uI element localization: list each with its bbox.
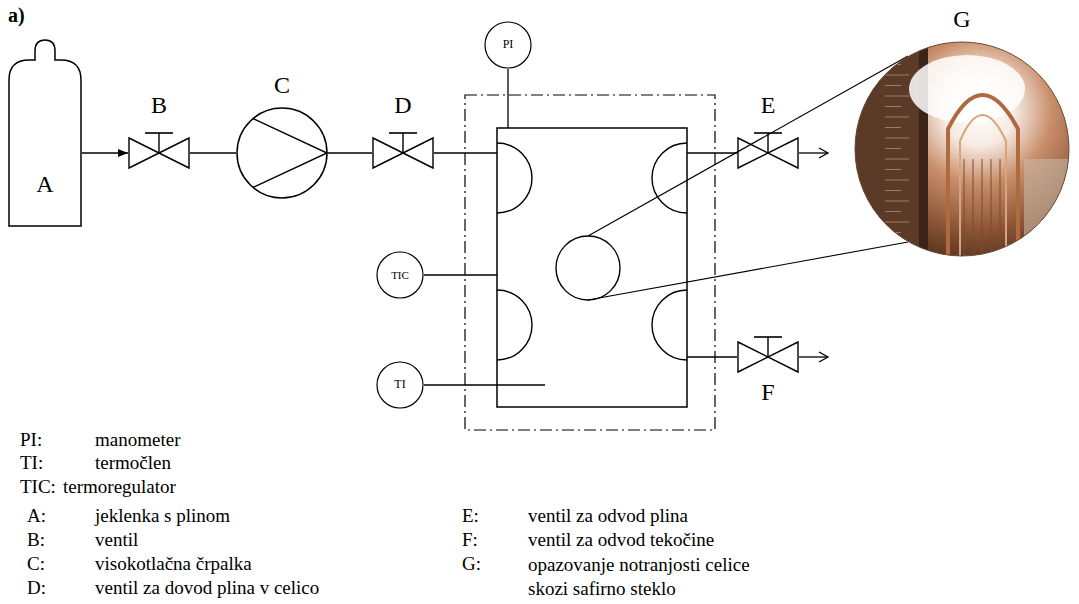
valve-symbol: B: [128, 92, 190, 170]
node-label: PI: [503, 38, 514, 52]
legend-text: ventil za odvod tekočine: [528, 529, 714, 551]
node-label: G: [953, 6, 970, 34]
pump-symbol: C: [236, 72, 328, 200]
instrument-circle: TI: [376, 361, 424, 409]
outlet-arrow: [799, 356, 828, 357]
high-pressure-cell: [497, 128, 687, 407]
node-label: F: [761, 379, 774, 407]
legend-text-holder: manometer: [95, 429, 180, 451]
legend-text: opazovanje notranjosti celice skozi safi…: [528, 553, 768, 601]
legend-text-holder: ventil za odvod plina: [528, 505, 688, 527]
legend-key: PI:: [20, 429, 42, 451]
legend-key-holder: E:: [462, 505, 479, 527]
sapphire-window: [556, 236, 620, 300]
node-label: E: [761, 92, 776, 120]
legend-text-holder: visokotlačna črpalka: [95, 553, 252, 575]
gas-inlet-pipe: [434, 152, 497, 153]
window-flange: [497, 290, 532, 360]
node-label: TI: [394, 378, 405, 392]
legend-text: ventil za odvod plina: [528, 505, 688, 527]
legend-key: TI:: [20, 452, 43, 474]
legend-key-holder: C:: [27, 553, 45, 575]
gas-cylinder: A: [8, 38, 82, 228]
valve-symbol: D: [372, 92, 434, 170]
legend-text: jeklenka s plinom: [95, 505, 230, 527]
legend-text-holder: ventil: [95, 529, 138, 551]
legend-key: B:: [27, 529, 45, 551]
legend-key-holder: A:: [27, 505, 46, 527]
legend-key-holder: D:: [27, 577, 46, 599]
node-label: D: [394, 92, 411, 120]
pipe-line: [82, 152, 128, 153]
legend-key: A:: [27, 505, 46, 527]
cell-photo: G: [853, 6, 1071, 258]
legend-text: ventil: [95, 529, 138, 551]
legend-key: G:: [462, 553, 481, 575]
instrument-circle: TIC: [376, 251, 424, 299]
manometer-line: [507, 69, 508, 128]
node-label: A: [36, 171, 53, 199]
thermostat-bath: [465, 95, 715, 430]
pipe-line: [328, 152, 372, 153]
legend-text: termoregulator: [63, 476, 176, 498]
figure-tag: a): [8, 4, 25, 27]
legend-text-holder: jeklenka s plinom: [95, 505, 230, 527]
window-flange: [652, 143, 687, 213]
regulator-line: [424, 274, 497, 275]
legend-text-holder: ventil za odvod tekočine: [528, 529, 714, 551]
zoom-line: [588, 242, 908, 300]
gas-cylinder-outline: [8, 38, 82, 228]
node-label: TIC: [391, 269, 409, 282]
legend-text-holder: opazovanje notranjosti celice skozi safi…: [528, 553, 768, 601]
valve-symbol: F: [737, 327, 799, 407]
legend-text: ventil za dovod plina v celico: [95, 577, 319, 599]
valve-symbol: E: [737, 92, 799, 170]
legend-text-holder: ventil za dovod plina v celico: [95, 577, 319, 599]
legend-key-holder: B:: [27, 529, 45, 551]
legend-key-holder: F:: [462, 529, 478, 551]
gas-outlet-pipe: [687, 152, 737, 153]
node-label: B: [151, 92, 167, 120]
legend-text-holder: termoregulator: [63, 476, 176, 498]
thermocouple-probe: [424, 384, 545, 385]
legend-key: D:: [27, 577, 46, 599]
instrument-circle: PI: [484, 21, 532, 69]
legend-text: visokotlačna črpalka: [95, 553, 252, 575]
legend-key: TIC:: [20, 476, 56, 498]
node-label: C: [274, 72, 290, 100]
legend-text: manometer: [95, 429, 180, 451]
cell-photo-outline: [853, 6, 1071, 258]
legend-key: E:: [462, 505, 479, 527]
legend-key-holder: TIC:: [20, 476, 56, 498]
legend-key: C:: [27, 553, 45, 575]
pipe-line: [190, 152, 236, 153]
window-flange: [652, 290, 687, 360]
legend-key-holder: G:: [462, 553, 481, 575]
legend-key-holder: PI:: [20, 429, 42, 451]
liquid-outlet-pipe: [687, 356, 737, 357]
legend-text-holder: termočlen: [95, 452, 171, 474]
outlet-arrow: [799, 152, 828, 153]
window-flange: [497, 143, 532, 213]
figure-tag-holder: a): [8, 4, 25, 27]
legend-key: F:: [462, 529, 478, 551]
legend-text: termočlen: [95, 452, 171, 474]
legend-key-holder: TI:: [20, 452, 43, 474]
